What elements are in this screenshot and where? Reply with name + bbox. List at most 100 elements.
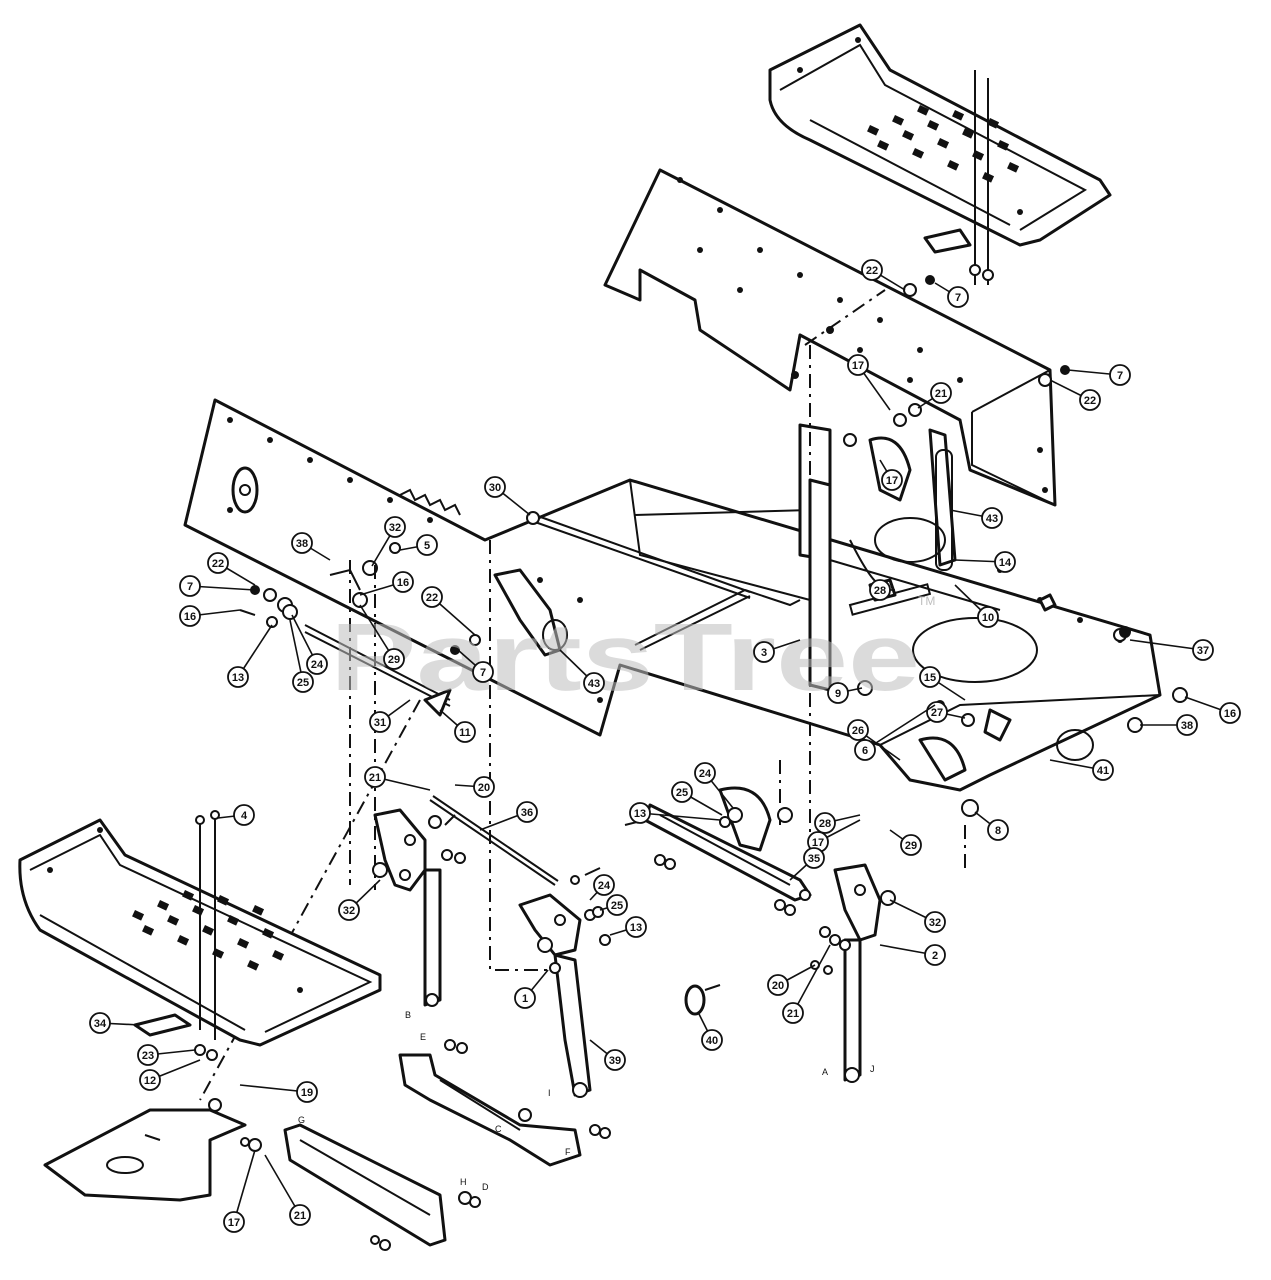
watermark-tm: TM [918,594,935,608]
callout-number: 22 [212,558,224,570]
callout-leader [264,1154,301,1216]
callout-number: 11 [459,727,471,739]
callout-number: 20 [772,980,784,992]
callout-c24-left: 24 [291,614,328,675]
callout-c8: 8 [974,811,1009,841]
steering-column-assembly [798,403,957,692]
callout-number: 5 [424,540,430,552]
callout-bubble [421,586,443,608]
callout-bubble [514,987,536,1009]
callout-bubble [854,739,876,761]
callout-number: 31 [374,717,386,729]
callout-bubble [223,1211,245,1233]
callout-leader [239,1084,308,1093]
right-linkage-plate-35 [624,786,812,916]
letter-i: I [548,1088,551,1098]
callout-bubble [900,834,922,856]
callout-c43-b: 43 [559,649,605,694]
callout-number: 7 [480,667,486,679]
letter-j: J [870,1064,875,1074]
callout-bubble [1092,759,1114,781]
callout-number: 26 [852,725,864,737]
callout-bubble [1109,364,1131,386]
callout-c43-a: 43 [949,507,1003,529]
callout-c13-mid: 13 [609,916,647,938]
callout-c27: 27 [926,701,966,723]
callout-number: 21 [369,772,381,784]
callout-c11: 11 [439,709,476,743]
callout-bubble [227,666,249,688]
callout-c20-mid: 20 [454,776,495,798]
callout-number: 13 [630,922,642,934]
callout-number: 37 [1197,645,1209,657]
callout-bubble [847,719,869,741]
callout-number: 32 [929,917,941,929]
callout-bubble [947,286,969,308]
callout-bubble [803,847,825,869]
right-axle-hardware [857,593,1188,817]
callout-number: 12 [144,1075,156,1087]
callout-layer: 7227221721174314103716384115272668281728… [89,259,1241,1233]
callout-bubble [364,766,386,788]
callout-number: 20 [478,782,490,794]
callout-c25-r: 25 [671,781,723,816]
letter-e: E [420,1032,426,1042]
callout-bubble [516,801,538,823]
callout-number: 24 [311,659,324,671]
callout-c21-a: 21 [917,382,952,409]
callout-number: 38 [1181,720,1193,732]
callout-c23: 23 [137,1044,196,1066]
left-pedal-lever [372,808,466,1007]
callout-bubble [383,648,405,670]
callout-c30: 30 [484,476,531,516]
callout-leader [639,812,721,821]
callout-bubble [89,1012,111,1034]
letter-f: F [565,1147,571,1157]
letter-a: A [822,1067,828,1077]
callout-bubble [869,579,891,601]
callout-bubble [861,259,883,281]
callout-number: 29 [905,840,917,852]
callout-bubble [207,552,229,574]
callout-c21-mid: 21 [364,766,431,791]
callout-bubble [924,911,946,933]
callout-c22-left: 22 [207,552,256,586]
callout-number: 23 [142,1050,154,1062]
callout-c37: 37 [1129,639,1214,661]
bottom-cover-plate [43,1098,247,1202]
callout-bubble [767,974,789,996]
letter-d: D [482,1182,489,1192]
callout-c7-right: 7 [1067,364,1131,386]
footrest-tread-left [132,889,285,971]
callout-c21-r: 21 [782,944,831,1024]
callout-number: 24 [598,880,611,892]
drive-rod [634,589,801,651]
callout-bubble [994,551,1016,573]
callout-bubble [296,1081,318,1103]
callout-number: 24 [699,768,712,780]
callout-number: 1 [522,993,528,1005]
callout-number: 2 [932,950,938,962]
main-chassis-frame [183,398,1162,792]
callout-c16-l2: 16 [179,605,241,627]
callout-c16-left: 16 [359,571,414,596]
callout-number: 22 [866,265,878,277]
callout-c28-b: 28 [814,812,861,834]
callout-number: 17 [886,475,898,487]
callout-number: 16 [184,611,196,623]
callout-number: 38 [296,538,308,550]
left-pivot-hardware [239,542,481,717]
callout-c20-r: 20 [767,964,816,996]
callout-c3: 3 [753,639,801,663]
callout-leader [233,1149,256,1223]
right-pedal-lever [810,863,896,1083]
callout-c7-mid: 7 [457,649,494,683]
callout-bubble [139,1069,161,1091]
callout-leader [864,704,936,751]
watermark: PartsTree [330,604,920,711]
callout-c10: 10 [954,584,999,628]
callout-c25-left: 25 [289,619,314,693]
callout-bubble [583,672,605,694]
callout-c32-c: 32 [889,899,946,933]
